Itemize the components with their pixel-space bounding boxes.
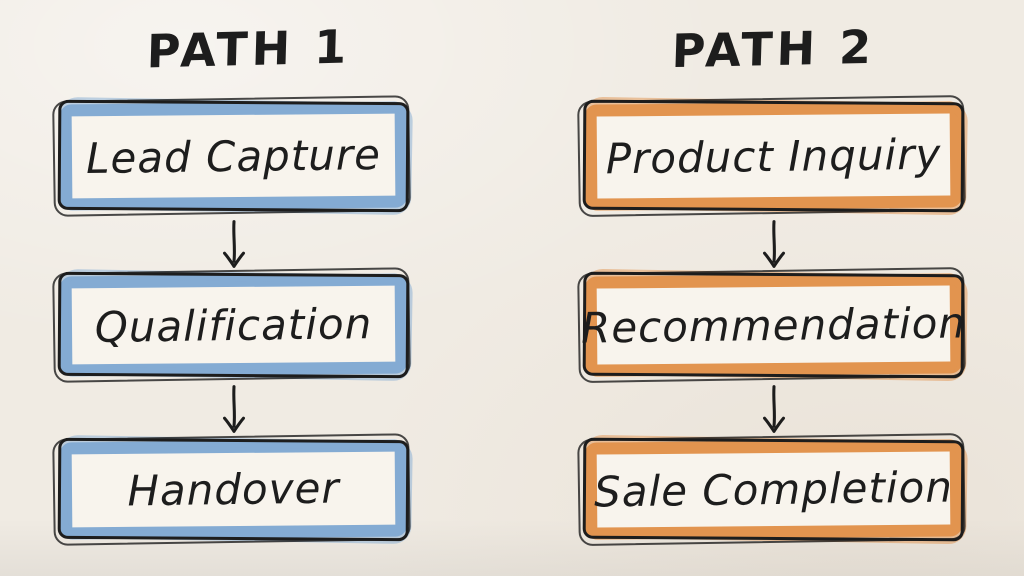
step-label: Recommendation: [580, 297, 967, 353]
flow-box-handover: Handover: [52, 433, 413, 546]
arrow-down-icon: [762, 385, 785, 433]
step-label: Handover: [127, 463, 340, 516]
path-2-column: PATH 2 Product Inquiry Recommendation: [577, 0, 968, 576]
flow-box-sale-completion: Sale Completion: [577, 432, 968, 547]
flow-box-lead-capture: Lead Capture: [52, 95, 413, 217]
arrow-down-icon: [222, 220, 245, 268]
step-label: Product Inquiry: [605, 129, 942, 183]
arrow-down-icon: [222, 385, 245, 433]
path-1-title: PATH 1: [146, 19, 351, 79]
step-label: Qualification: [94, 298, 373, 352]
flow-box-product-inquiry: Product Inquiry: [577, 94, 968, 218]
path-1-column: PATH 1 Lead Capture Qualification: [52, 0, 413, 576]
flow-box-recommendation: Recommendation: [577, 266, 968, 384]
step-label: Sale Completion: [593, 462, 954, 517]
arrow-down-icon: [762, 220, 785, 268]
path-2-title: PATH 2: [670, 19, 877, 79]
flow-box-qualification: Qualification: [52, 267, 413, 383]
step-label: Lead Capture: [85, 129, 382, 183]
